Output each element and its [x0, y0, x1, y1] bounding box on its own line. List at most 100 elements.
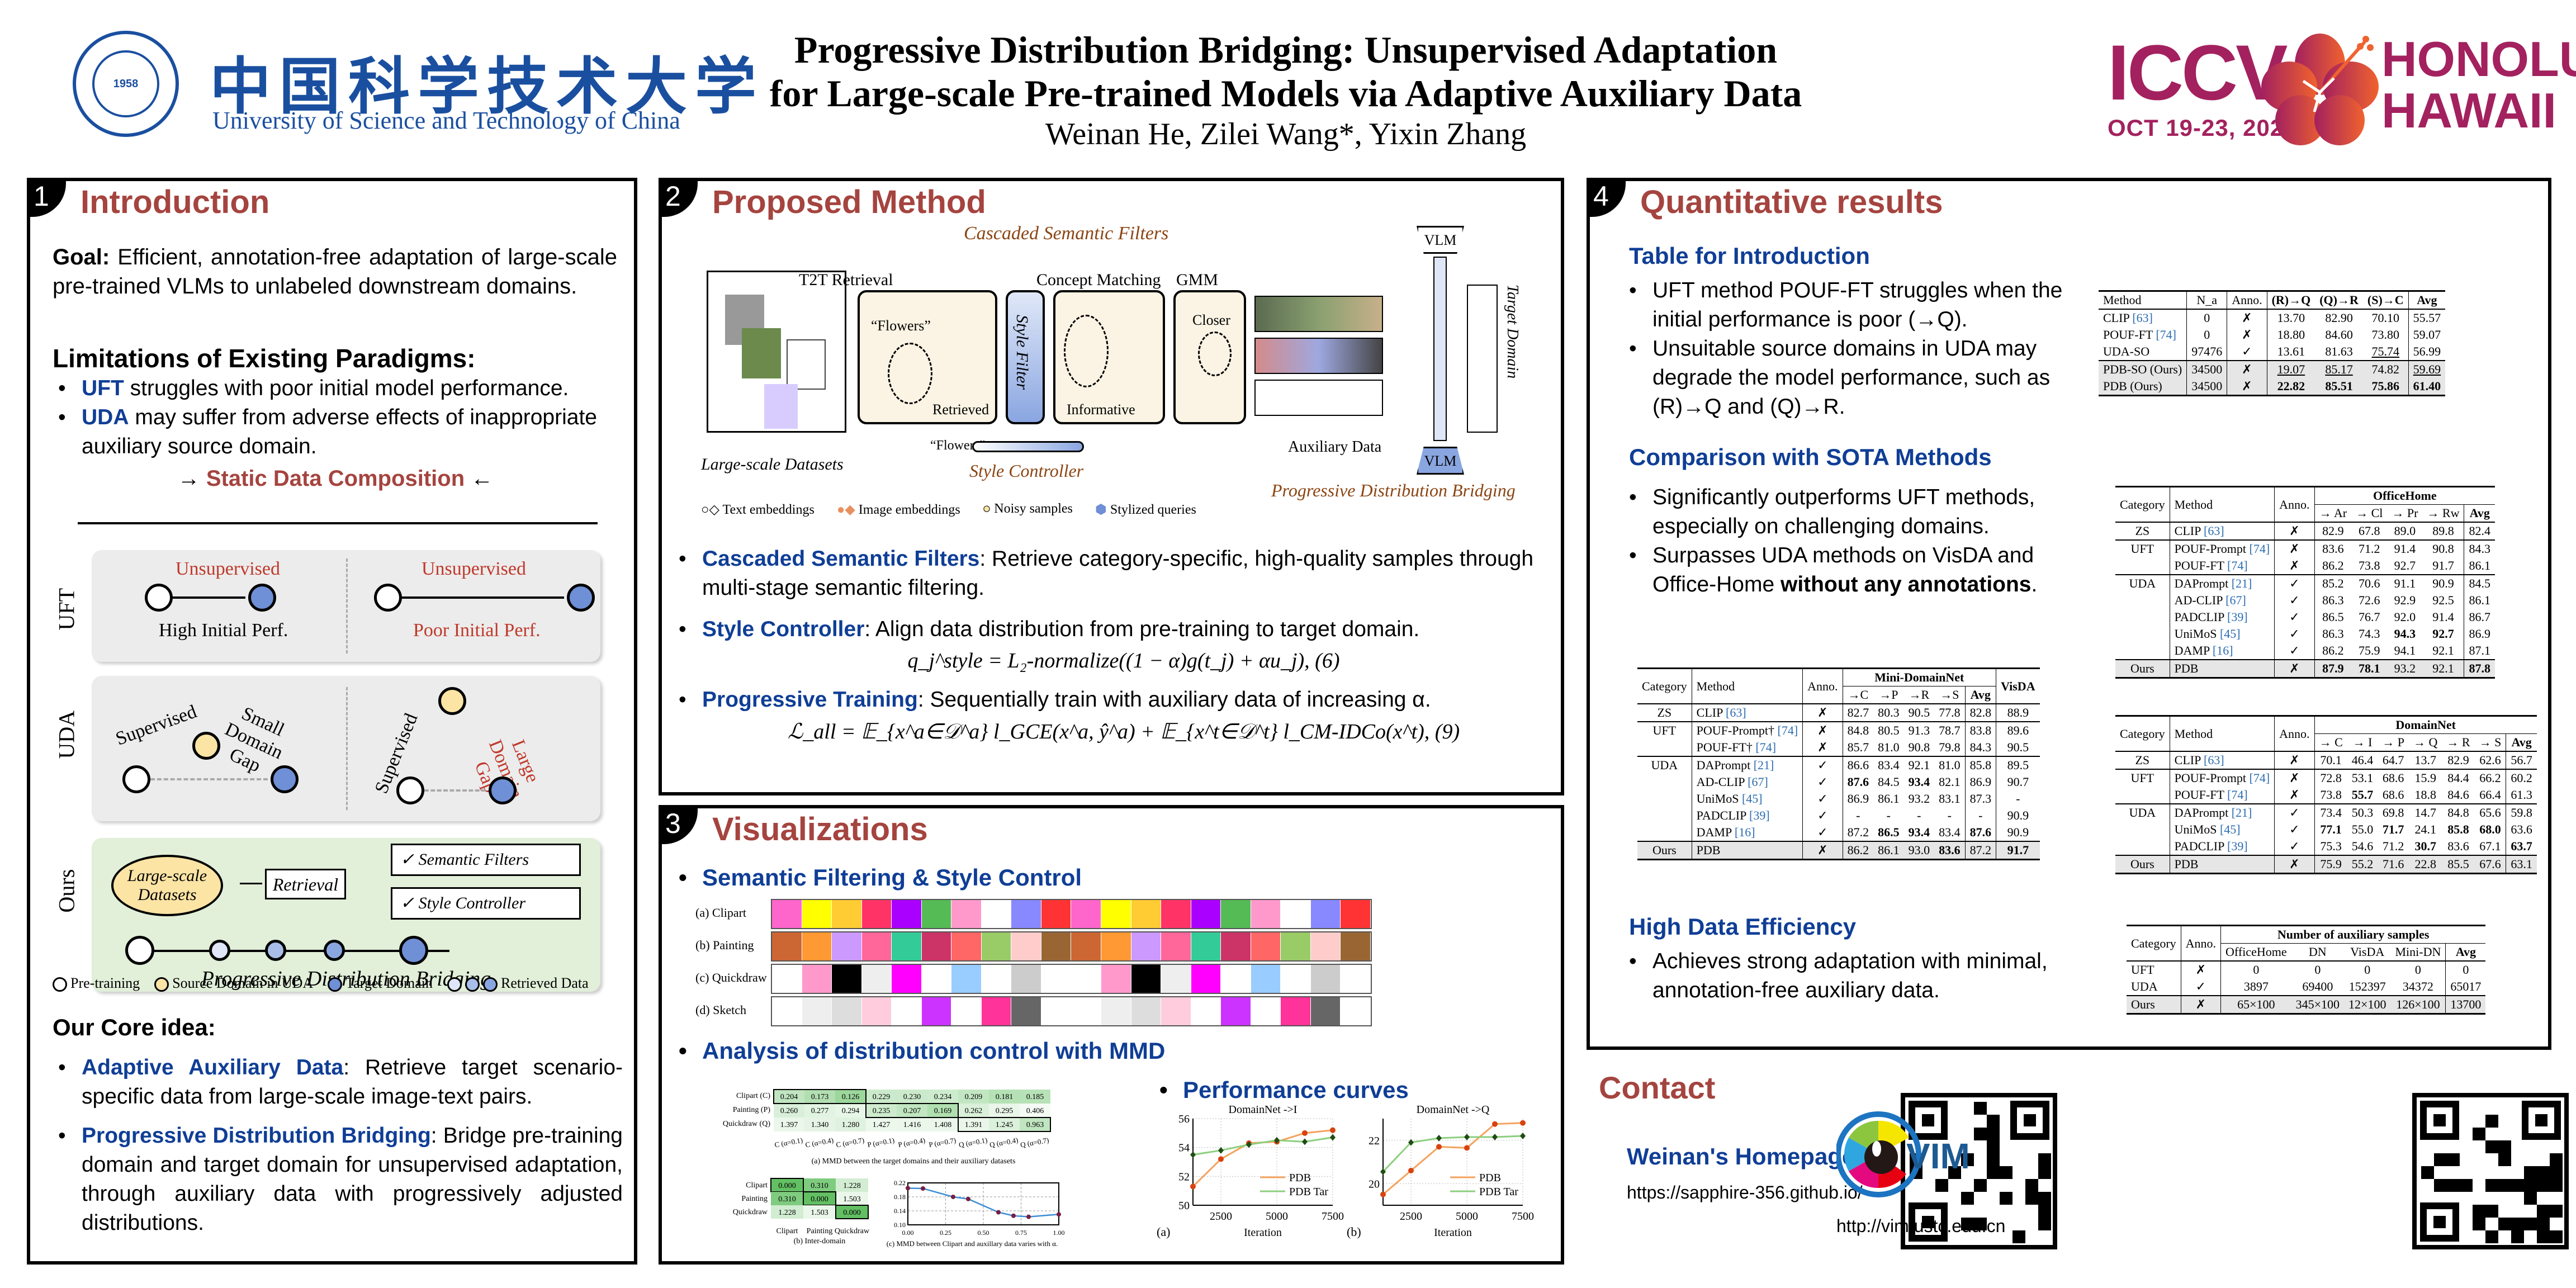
retrieved-image-thumb	[1131, 900, 1162, 928]
table-cell: Number of auxiliary samples	[2220, 925, 2486, 944]
table-cell: 69400	[2302, 979, 2333, 993]
y-tick-label: 50	[1178, 1200, 1190, 1212]
qr-module	[1961, 1192, 1974, 1205]
strip-row: (a) Clipart	[695, 899, 1467, 929]
table-cell: 78.1	[2351, 660, 2388, 678]
qr-module	[2498, 1140, 2511, 1153]
retrieved-image-thumb	[1011, 997, 1041, 1025]
retrieved-image-thumb	[951, 997, 982, 1025]
retrieved-image-thumb	[772, 900, 802, 928]
table-cell: 83.1	[1934, 790, 1966, 807]
table-cell: → I	[2352, 735, 2373, 749]
viz-sub-heading: Performance curves	[1154, 1077, 1409, 1104]
table-cell	[2115, 557, 2170, 575]
viz-sub-heading: Semantic Filtering & Style Control	[673, 864, 1082, 891]
y-tick-label: 20	[1368, 1178, 1380, 1190]
qr-module	[1935, 1179, 1948, 1192]
vlm-target-icon: VLM	[1417, 447, 1464, 475]
table-cell: Avg	[2417, 293, 2437, 307]
retrieved-image-thumb	[1161, 900, 1191, 928]
iccv-logo: ICCV OCT 19-23, 2025 HONOLULUHAWAII	[2108, 31, 2576, 148]
retrieved-image-thumb	[1011, 965, 1041, 993]
retrieved-image-thumb	[921, 965, 952, 993]
table-cell: 82.1	[1934, 774, 1966, 790]
retrieved-image-thumb	[892, 932, 922, 960]
table-cell: 34500	[2186, 361, 2228, 378]
pretraining-node	[396, 776, 424, 804]
table-cell	[1637, 739, 1692, 756]
table-cell: 92.0	[2394, 610, 2416, 624]
table-cell: 87.1	[2469, 643, 2490, 657]
stage-label: T2T Retrieval	[799, 271, 893, 289]
table-cell: CLIP [63]	[2170, 751, 2275, 769]
table-cell	[1637, 774, 1692, 790]
table-cell: 84.5	[1878, 775, 1900, 789]
qr-module	[2498, 1218, 2511, 1230]
table-cell: DAMP [16]	[2170, 642, 2275, 660]
heatmap-cell	[803, 1178, 836, 1192]
source-node	[192, 732, 220, 760]
lab-link[interactable]: http://vim.ustc.edu.cn	[1836, 1216, 2006, 1236]
table-cell: PDB-SO (Ours)	[2099, 361, 2187, 378]
heatmap-cell	[897, 1090, 927, 1104]
panel-label: (a)	[1157, 1225, 1170, 1239]
qr-module	[2038, 1205, 2051, 1218]
heatmap-cell	[803, 1192, 836, 1205]
retrieved-image-thumb	[1221, 965, 1251, 993]
table-cell: 60.2	[2511, 771, 2532, 785]
retrieved-node	[209, 940, 230, 961]
heatmap-value: 0.406	[1026, 1107, 1044, 1115]
retrieved-image-thumb	[981, 965, 1012, 993]
table-cell: 85.51	[2315, 378, 2363, 396]
table-cell: 82.9	[2447, 753, 2469, 767]
ustc-seal-icon: 1958	[73, 31, 179, 137]
table-cell: 80.5	[1878, 723, 1900, 737]
highlight-box	[835, 1205, 869, 1219]
table-cell: 92.7	[2422, 626, 2465, 642]
table-cell: ✓	[2274, 838, 2315, 855]
strip-row-label: (d) Sketch	[695, 1003, 747, 1017]
homepage-link[interactable]: https://sapphire-356.github.io/	[1627, 1182, 1863, 1202]
large-scale-label: Large-scale Datasets	[701, 455, 844, 473]
retrieved-image-thumb	[1131, 997, 1162, 1025]
table-cell: 93.2	[1908, 792, 1930, 806]
table-cell: Method	[2170, 716, 2275, 751]
table-cell: ✗	[2274, 751, 2315, 769]
table-cell: OfficeHome	[2225, 945, 2287, 959]
retrieval-box: Retrieval	[265, 869, 346, 899]
heatmap-value: 0.000	[843, 1209, 861, 1217]
x-tick-label: 0.50	[978, 1229, 989, 1237]
table-cell	[2115, 838, 2170, 855]
table-cell: 93.4	[1908, 775, 1930, 789]
table-cell: 86.1	[1878, 792, 1900, 806]
table-cell: DomainNet	[2314, 716, 2537, 734]
retrieved-image-thumb	[772, 932, 802, 960]
table-cell: ✗	[2227, 378, 2267, 396]
lab-qr-code[interactable]	[2412, 1093, 2569, 1249]
paper-title-line1: Progressive Distribution Bridging: Unsup…	[794, 29, 1778, 71]
y-tick-label: 22	[1368, 1135, 1380, 1147]
heatmap-value: 0.277	[811, 1107, 829, 1115]
data-point	[1190, 1151, 1196, 1158]
x-tick-label: 2500	[1400, 1210, 1422, 1223]
data-point	[1246, 1141, 1252, 1148]
style-controller-label: Style Controller	[969, 461, 1084, 481]
section-title: Introduction	[80, 184, 270, 220]
qr-module	[2434, 1153, 2447, 1166]
table-cell: Method	[2099, 291, 2187, 309]
table-cell: 91.1	[2394, 576, 2416, 590]
homepage-qr-code[interactable]	[1901, 1093, 2057, 1249]
heatmap-value: 0.310	[778, 1195, 796, 1204]
qr-module	[2025, 1179, 2038, 1192]
retrieved-images-strip: (a) Clipart(b) Painting(c) Quickdraw(d) …	[695, 899, 1467, 1027]
